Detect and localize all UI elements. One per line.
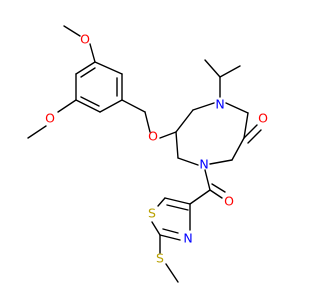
bond — [189, 189, 211, 205]
bond — [204, 169, 211, 191]
bond — [177, 157, 199, 166]
bonds — [27, 25, 262, 283]
bond — [192, 102, 215, 111]
bond — [63, 25, 81, 37]
bond — [164, 197, 191, 205]
bond — [243, 112, 249, 139]
bond — [225, 102, 249, 114]
bond — [159, 234, 181, 241]
bond — [121, 99, 146, 113]
atom-nitrogen: N — [199, 157, 208, 172]
bond — [144, 111, 151, 133]
bond — [247, 129, 262, 144]
atom-oxygen: O — [80, 32, 90, 47]
atom-oxygen: O — [148, 129, 158, 144]
atom-oxygen: O — [258, 111, 268, 126]
atom-oxygen: O — [45, 111, 55, 126]
bond — [175, 131, 179, 159]
bond — [75, 99, 101, 113]
bond — [57, 99, 77, 113]
bond — [75, 61, 96, 75]
bond — [99, 99, 123, 113]
bond — [162, 228, 179, 234]
atom-labels: O O O O N N O S N S — [45, 32, 268, 266]
atom-sulfur: S — [148, 206, 156, 221]
bond — [89, 43, 96, 63]
bond — [94, 61, 123, 75]
bond — [80, 67, 96, 78]
bond — [209, 189, 223, 199]
bond — [165, 263, 179, 283]
bond — [209, 159, 233, 165]
atom-nitrogen: N — [215, 97, 224, 112]
bond — [243, 124, 258, 139]
bond — [231, 137, 245, 161]
chemical-structure: O O O O N N O S N S — [27, 25, 268, 283]
bond — [27, 125, 47, 139]
atom-oxygen: O — [224, 194, 234, 209]
structure-canvas: O O O O N N O S N S — [27, 25, 268, 283]
bond — [166, 204, 189, 211]
atom-nitrogen: N — [183, 231, 192, 246]
bond — [219, 65, 241, 78]
bond — [157, 197, 166, 207]
bond — [159, 131, 177, 139]
bond — [151, 221, 161, 236]
bond — [204, 59, 221, 78]
bond — [175, 109, 194, 133]
bond — [80, 96, 100, 107]
bond — [211, 183, 226, 193]
atom-sulfur: S — [156, 251, 164, 266]
